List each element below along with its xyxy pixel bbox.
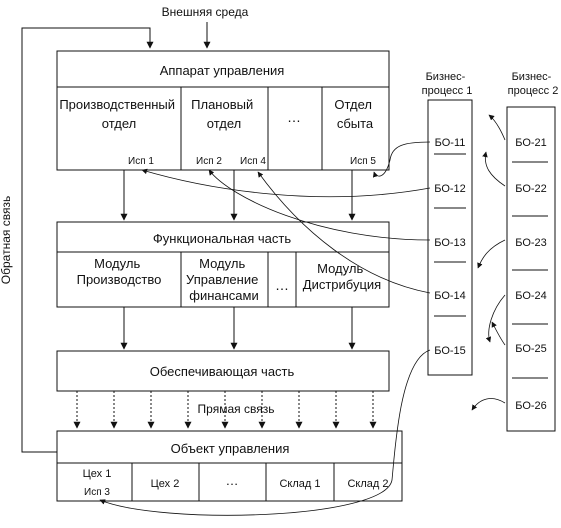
- bo-22: БО-22: [515, 183, 547, 195]
- unit-ellipsis: …: [226, 473, 239, 488]
- link-bo25-bp1: [491, 321, 506, 346]
- business-process-1: Бизнес- процесс 1 БО-11 БО-12 БО-13 БО-1…: [422, 71, 473, 376]
- object-block: Объект управления Цех 1 Исп 3 Цех 2 … Ск…: [56, 430, 403, 502]
- feedback-label: Обратная связь: [0, 196, 13, 284]
- management-block: Аппарат управления Производственный отде…: [56, 50, 390, 171]
- arrows-mgmt-to-func: [120, 170, 356, 221]
- unit-sklad1: Склад 1: [279, 478, 320, 490]
- link-bo21-bp1: [488, 114, 506, 141]
- bp1-title: Бизнес- процесс 1: [422, 71, 473, 97]
- dept-sales: Отдел сбыта: [334, 97, 375, 131]
- external-env-label: Внешняя среда: [162, 5, 249, 19]
- unit-ceh2: Цех 2: [151, 478, 180, 490]
- exec-2: Исп 2: [196, 156, 222, 167]
- link-bo13-exec2: [208, 169, 431, 241]
- bo-26: БО-26: [515, 400, 547, 412]
- support-title: Обеспечивающая часть: [150, 364, 295, 379]
- support-block: Обеспечивающая часть: [56, 350, 390, 392]
- link-bo11-exec5: [372, 141, 431, 178]
- exec-4: Исп 4: [240, 156, 266, 167]
- module-distribution: Модуль Дистрибуция: [303, 261, 381, 292]
- bp2-title: Бизнес- процесс 2: [508, 71, 559, 97]
- link-bo15-exec3: [99, 349, 431, 516]
- bo-24: БО-24: [515, 290, 547, 302]
- dept-planning: Плановый отдел: [191, 97, 257, 131]
- unit-ceh1: Цех 1: [83, 468, 112, 480]
- bo-25: БО-25: [515, 343, 547, 355]
- module-finance: Модуль Управление финансами: [186, 256, 262, 303]
- module-ellipsis: …: [275, 277, 289, 293]
- link-bo24-bp1: [485, 294, 506, 343]
- direct-link-label: Прямая связь: [198, 402, 275, 416]
- object-title: Объект управления: [171, 441, 290, 456]
- unit-sklad2: Склад 2: [347, 478, 388, 490]
- link-bo12-exec1: [141, 168, 431, 198]
- link-bo23-bp1: [477, 239, 506, 269]
- module-production: Модуль Производство: [77, 256, 162, 287]
- bo-23: БО-23: [515, 237, 547, 249]
- functional-title: Функциональная часть: [153, 231, 291, 246]
- bo-14: БО-14: [434, 290, 466, 302]
- dept-ellipsis: …: [287, 109, 301, 125]
- exec-5: Исп 5: [350, 156, 376, 167]
- link-bo22-bp1: [482, 151, 506, 187]
- process-connectors: [99, 114, 506, 516]
- dept-production: Производственный отдел: [59, 97, 178, 131]
- functional-block: Функциональная часть Модуль Производство…: [56, 221, 390, 308]
- link-bo14-exec4: [257, 171, 431, 294]
- business-process-2: Бизнес- процесс 2 БО-21 БО-22 БО-23 БО-2…: [506, 71, 559, 432]
- bo-11: БО-11: [435, 137, 466, 149]
- arrows-func-to-support: [120, 307, 356, 350]
- bo-15: БО-15: [434, 345, 466, 357]
- feedback-loop: [21, 22, 211, 453]
- exec-1: Исп 1: [128, 156, 154, 167]
- bo-12: БО-12: [434, 183, 466, 195]
- unit-ceh1-exec: Исп 3: [84, 487, 110, 498]
- bo-13: БО-13: [434, 237, 466, 249]
- link-bo26-bp1: [471, 398, 506, 411]
- management-title: Аппарат управления: [160, 63, 285, 78]
- bo-21: БО-21: [515, 137, 547, 149]
